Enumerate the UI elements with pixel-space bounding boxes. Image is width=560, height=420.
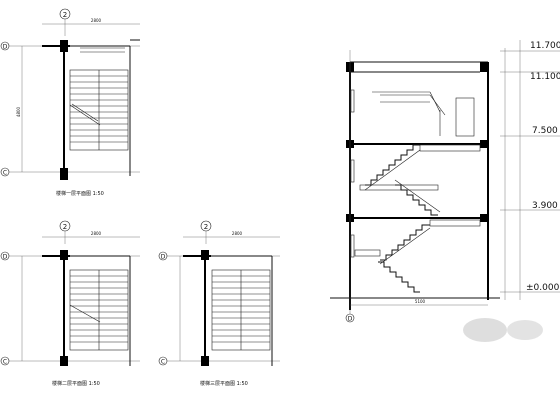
stair-flight-lower	[354, 219, 481, 293]
elevation-label: 11.100	[530, 72, 560, 82]
watermark-logo	[463, 318, 543, 342]
stair-section: 11.700 11.100 7.500 3.900 ±0.000 D	[330, 40, 560, 323]
stair-flight-upper	[359, 144, 481, 216]
axis-label: D	[3, 44, 8, 51]
axis-label: C	[161, 359, 165, 366]
elevation-label: 11.700	[530, 41, 560, 51]
stair-plan-second-floor: 2 2800 D C	[0, 220, 140, 387]
elevation-label: ±0.000	[526, 283, 560, 293]
axis-label: 2	[63, 11, 67, 19]
plan-caption: 楼梯一层平面图 1:50	[56, 190, 104, 197]
stair-treads	[69, 69, 129, 151]
stair-plan-third-floor: 2 2800 D C	[158, 220, 280, 387]
axis-label: C	[3, 170, 7, 177]
axis-label: C	[3, 359, 7, 366]
elevation-label: 3.900	[532, 201, 558, 211]
plan-caption: 楼梯二层平面图 1:50	[52, 380, 100, 387]
axis-label: D	[161, 254, 166, 261]
dimension-top: 2800	[232, 231, 243, 236]
plan-caption: 楼梯三层平面图 1:50	[200, 380, 248, 387]
axis-label: D	[3, 254, 8, 261]
elevation-label: 7.500	[532, 126, 558, 136]
elevation-marks: 11.700 11.100 7.500 3.900 ±0.000	[500, 40, 560, 300]
stair-treads	[211, 269, 271, 351]
axis-bubble	[345, 313, 355, 323]
axis-label: D	[348, 316, 353, 323]
axis-label: 2	[63, 223, 67, 231]
dimension-side: 4800	[16, 106, 21, 117]
axis-label: 2	[204, 223, 208, 231]
dimension-top: 2800	[91, 231, 102, 236]
dimension-top: 2800	[91, 18, 102, 23]
stair-treads	[69, 269, 129, 351]
dimension-bottom: 5100	[415, 299, 426, 304]
stair-plan-first-floor: 2 2800 D C 4800	[0, 8, 140, 197]
